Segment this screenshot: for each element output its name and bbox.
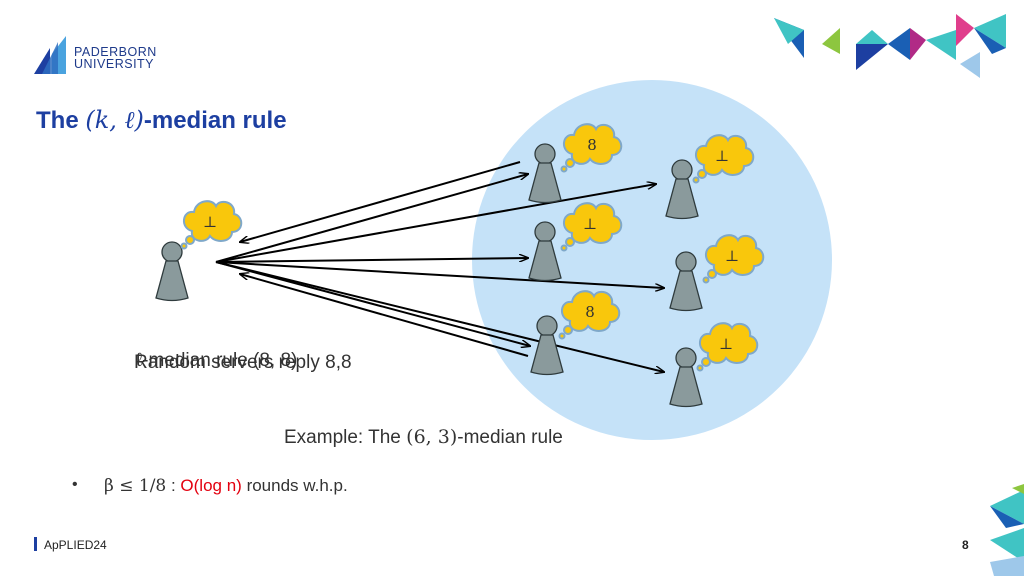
logo-line1: PADERBORN: [74, 45, 157, 59]
caption-suffix: -median rule: [457, 427, 563, 448]
bullet-separator: :: [166, 476, 181, 495]
overlap-text-median-rule: ℓ-median rule (8, 8): [136, 350, 298, 371]
bullet-rest: rounds w.h.p.: [241, 476, 348, 495]
bullet-marker: •: [72, 476, 78, 493]
footer-label: ApPLIED24: [44, 538, 107, 552]
requester-cloud-label: ⊥: [203, 213, 217, 231]
server-6-cloud-label: ⊥: [719, 335, 733, 353]
arrow-from-server-1: [240, 161, 521, 242]
server-group-circle: [472, 80, 832, 440]
server-3-cloud-label: ⊥: [583, 215, 597, 233]
title-prefix: The: [36, 107, 86, 134]
logo-text: PADERBORN UNIVERSITY: [74, 45, 157, 71]
decorative-triangles-bottom: [990, 484, 1024, 576]
arrow-to-server-3: [215, 258, 528, 263]
bullet-highlight: O(log n): [180, 476, 242, 495]
footer-accent-bar: [34, 537, 37, 551]
server-2-cloud-label: ⊥: [715, 147, 729, 165]
arrow-to-server-4: [215, 261, 664, 288]
bullet-math: β ≤ 1/8: [104, 476, 167, 496]
slide-title: The (k, ℓ)-median rule: [36, 106, 287, 135]
query-arrows: [215, 161, 664, 372]
page-number: 8: [962, 538, 969, 552]
title-math: (k, ℓ): [85, 106, 144, 134]
caption-math: (6, 3): [406, 426, 458, 448]
server-5-cloud-label: 8: [585, 303, 595, 321]
title-suffix: -median rule: [143, 107, 287, 134]
arrow-to-server-5: [215, 261, 530, 346]
requester-node-icon: [155, 241, 189, 302]
server-4-cloud-label: ⊥: [725, 247, 739, 265]
arrow-to-server-2: [215, 184, 656, 263]
server-1-cloud-label: 8: [587, 136, 597, 154]
decorative-triangles-top: [774, 14, 1006, 78]
caption-prefix: Example: The: [284, 427, 407, 448]
logo-line2: UNIVERSITY: [74, 57, 155, 71]
arrow-to-server-1: [215, 174, 528, 263]
university-logo-icon: [34, 36, 66, 74]
arrow-from-server-5: [240, 274, 529, 357]
overlap-text-random-servers: Random servers reply 8,8: [134, 352, 352, 373]
bullet-item: β ≤ 1/8 : O(log n) rounds w.h.p.: [104, 476, 348, 496]
arrow-to-server-6: [215, 261, 664, 372]
example-caption: Example: The (6, 3)-median rule: [284, 426, 563, 449]
